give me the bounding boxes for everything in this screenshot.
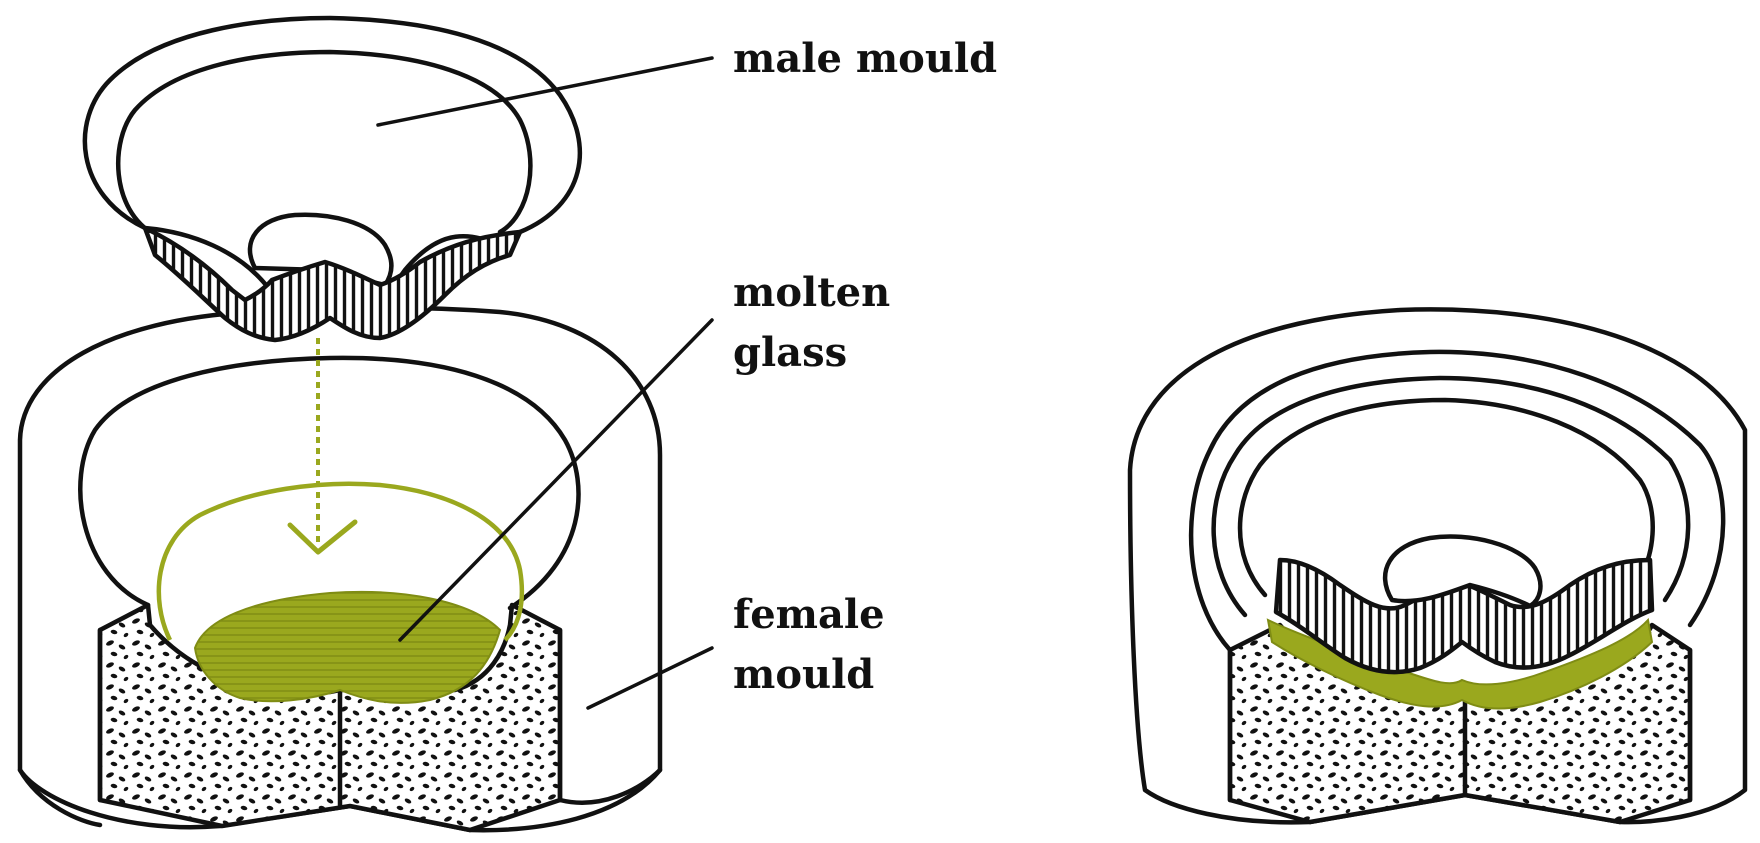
closed-mould-right	[1130, 309, 1745, 822]
labels: male mould molten glass female mould	[733, 35, 997, 698]
female-mould-left	[20, 308, 660, 831]
label-molten-glass-1: molten	[733, 269, 890, 316]
male-mould-left	[85, 18, 580, 340]
label-female-mould-1: female	[733, 591, 885, 638]
label-female-mould-2: mould	[733, 651, 874, 698]
label-molten-glass-2: glass	[733, 329, 847, 376]
label-male-mould: male mould	[733, 35, 997, 82]
